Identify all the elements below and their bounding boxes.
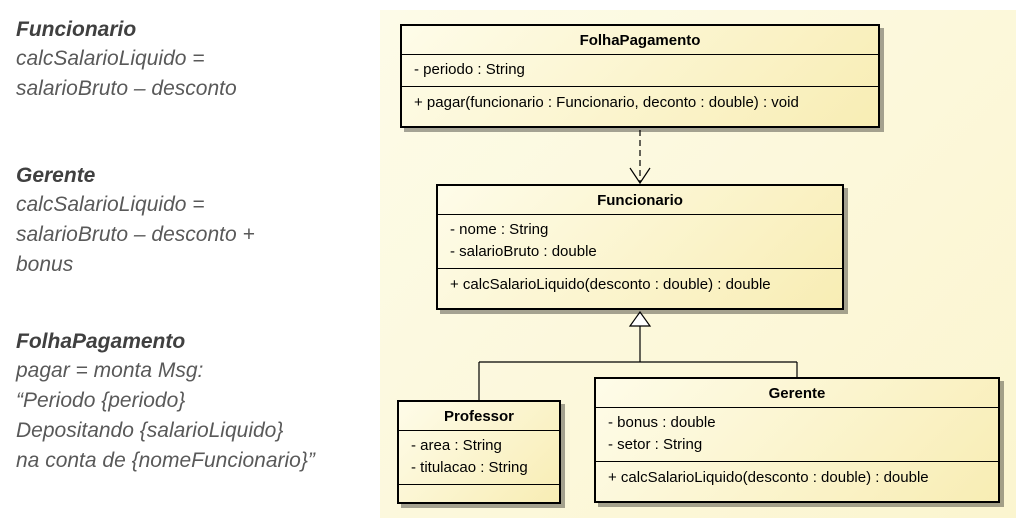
- class-operations: + pagar(funcionario : Funcionario, decon…: [402, 87, 878, 120]
- class-attributes: - area : String - titulacao : String: [399, 431, 559, 485]
- generalization-arrow: [478, 310, 798, 400]
- class-funcionario: Funcionario - nome : String - salarioBru…: [436, 184, 844, 310]
- class-name: Gerente: [596, 379, 998, 408]
- class-attributes: - bonus : double - setor : String: [596, 408, 998, 462]
- attribute: - nome : String: [450, 221, 549, 238]
- class-name: Funcionario: [438, 186, 842, 215]
- class-attributes: - nome : String - salarioBruto : double: [438, 215, 842, 269]
- class-operations: [399, 485, 559, 501]
- note-text: calcSalarioLiquido = salarioBruto – desc…: [16, 47, 237, 100]
- attribute: - bonus : double: [608, 414, 716, 431]
- class-name: Professor: [399, 402, 559, 431]
- note-text: calcSalarioLiquido = salarioBruto – desc…: [16, 193, 255, 276]
- note-folhapagamento: FolhaPagamento pagar = monta Msg: “Perio…: [16, 328, 315, 476]
- note-gerente: Gerente calcSalarioLiquido = salarioBrut…: [16, 162, 255, 280]
- operation: + calcSalarioLiquido(desconto : double) …: [608, 469, 929, 486]
- attribute: - salarioBruto : double: [450, 243, 597, 260]
- class-name: FolhaPagamento: [402, 26, 878, 55]
- class-gerente: Gerente - bonus : double - setor : Strin…: [594, 377, 1000, 503]
- attribute: - setor : String: [608, 436, 703, 453]
- class-operations: + calcSalarioLiquido(desconto : double) …: [596, 462, 998, 495]
- class-professor: Professor - area : String - titulacao : …: [397, 400, 561, 504]
- note-title: Gerente: [16, 164, 96, 187]
- attribute: - periodo : String: [414, 61, 525, 78]
- note-funcionario: Funcionario calcSalarioLiquido = salario…: [16, 16, 237, 104]
- dependency-arrow: [629, 130, 651, 185]
- note-text: pagar = monta Msg: “Periodo {periodo} De…: [16, 359, 315, 472]
- note-title: FolhaPagamento: [16, 330, 186, 353]
- operation: + pagar(funcionario : Funcionario, decon…: [414, 94, 799, 111]
- class-attributes: - periodo : String: [402, 55, 878, 87]
- class-folhapagamento: FolhaPagamento - periodo : String + paga…: [400, 24, 880, 128]
- attribute: - area : String: [411, 437, 502, 454]
- attribute: - titulacao : String: [411, 459, 528, 476]
- operation: + calcSalarioLiquido(desconto : double) …: [450, 276, 771, 293]
- note-title: Funcionario: [16, 18, 137, 41]
- class-operations: + calcSalarioLiquido(desconto : double) …: [438, 269, 842, 302]
